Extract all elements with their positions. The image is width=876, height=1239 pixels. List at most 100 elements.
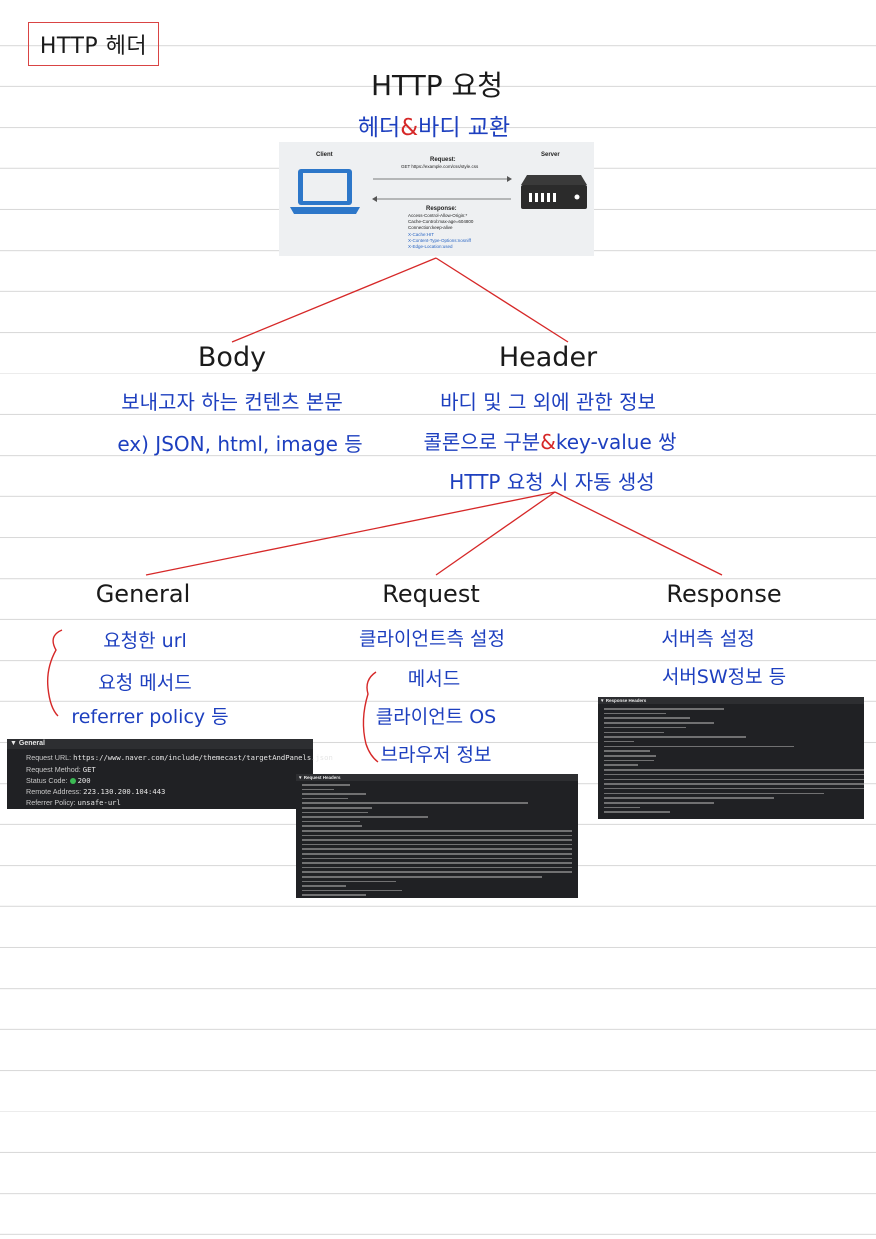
illegible-header-text <box>604 773 864 776</box>
general-row-key: Remote Address: <box>26 787 82 796</box>
illegible-header-text <box>302 885 346 887</box>
illegible-header-text <box>302 862 572 864</box>
illegible-header-text <box>604 802 714 804</box>
connector-line <box>554 491 723 576</box>
illegible-header-text <box>302 857 572 860</box>
connector-line <box>231 257 437 343</box>
client-server-diagram: Client Server Request: GET https://examp… <box>279 142 594 256</box>
illegible-header-text <box>604 722 714 724</box>
illegible-header-text <box>604 778 864 781</box>
request-line: 브라우저 정보 <box>380 744 492 766</box>
body-title: Body <box>197 342 267 373</box>
illegible-header-text <box>604 811 670 813</box>
request-line: 클라이언트측 설정 <box>359 628 505 650</box>
request-bracket <box>362 671 379 763</box>
subtitle-header-text: 헤더 <box>357 115 401 141</box>
illegible-header-text <box>302 788 334 791</box>
general-panel-header[interactable]: ▼ General <box>7 739 313 749</box>
header-title: Header <box>498 342 598 373</box>
header-line-key-value: 콜론으로 구분&key-value 쌍 <box>423 426 676 455</box>
general-row-value: https://www.naver.com/include/themecast/… <box>73 753 333 762</box>
response-title: Response <box>666 580 782 608</box>
illegible-header-text <box>302 793 366 795</box>
general-panel-row: Status Code: 200 <box>26 776 91 785</box>
illegible-header-text <box>604 769 864 771</box>
illegible-header-text <box>302 834 572 837</box>
request-panel-header[interactable]: ▼ Request Headers <box>296 774 578 781</box>
illegible-header-text <box>302 830 572 832</box>
illegible-header-text <box>604 806 640 809</box>
illegible-header-text <box>604 731 664 734</box>
illegible-header-text <box>302 802 528 804</box>
general-row-value: 223.130.200.104:443 <box>83 787 166 796</box>
laptop-icon <box>290 169 360 214</box>
general-line: 요청 메서드 <box>98 672 192 694</box>
http-request-subtitle: 헤더&바디 교환 <box>358 108 510 142</box>
illegible-header-text <box>302 889 402 892</box>
illegible-header-text <box>302 839 572 841</box>
general-title: General <box>95 580 191 608</box>
server-icon <box>521 175 587 209</box>
client-label: Client <box>316 152 333 158</box>
response-panel-header[interactable]: ▼ Response Headers <box>598 697 864 704</box>
connector-line <box>435 257 569 343</box>
request-line: GET https://example.com/css/style.css <box>401 164 479 169</box>
illegible-header-text <box>604 750 650 752</box>
request-line: 클라이언트 OS <box>375 706 497 728</box>
general-row-value: 200 <box>77 776 91 785</box>
illegible-header-text <box>604 759 654 762</box>
general-row-value: unsafe-url <box>77 798 121 807</box>
connector-line <box>435 491 556 576</box>
request-headers-panel: ▼ Request Headers <box>296 774 578 898</box>
illegible-header-text <box>604 764 638 766</box>
illegible-header-text <box>302 894 366 896</box>
illegible-header-text <box>604 792 824 795</box>
request-response-arrows <box>372 176 512 202</box>
illegible-header-text <box>302 876 542 878</box>
illegible-header-text <box>604 726 686 729</box>
illegible-header-text <box>302 807 372 809</box>
illegible-header-text <box>302 784 350 786</box>
illegible-header-text <box>604 708 724 710</box>
connector-line <box>145 491 556 576</box>
subtitle-body-text: 바디 교환 <box>418 115 511 141</box>
illegible-header-text <box>302 853 572 855</box>
body-line: ex) JSON, html, image 등 <box>117 432 363 456</box>
illegible-header-text <box>302 820 360 823</box>
general-line: referrer policy 등 <box>71 706 229 728</box>
header-colon-text: 콜론으로 구분 <box>423 430 541 454</box>
response-header-line: Access-Control-Allow-Origin:* <box>408 213 468 218</box>
illegible-header-text <box>604 717 690 719</box>
illegible-header-text <box>302 811 368 814</box>
illegible-header-text <box>302 880 396 883</box>
illegible-header-text <box>302 797 348 800</box>
illegible-header-text <box>604 797 774 799</box>
general-panel-row: Request Method: GET <box>26 765 96 774</box>
request-line: 메서드 <box>407 668 461 690</box>
general-row-key: Request URL: <box>26 753 72 762</box>
body-line: 보내고자 하는 컨텐츠 본문 <box>121 390 343 414</box>
general-row-value: GET <box>82 765 96 774</box>
illegible-header-text <box>604 787 864 790</box>
illegible-header-text <box>302 843 572 846</box>
general-panel-row: Referrer Policy: unsafe-url <box>26 798 121 807</box>
illegible-header-text <box>302 816 428 818</box>
header-line: HTTP 요청 시 자동 생성 <box>449 470 655 494</box>
response-line: 서버측 설정 <box>661 628 755 650</box>
header-ampersand: & <box>540 430 556 454</box>
illegible-header-text <box>302 866 572 869</box>
http-request-heading: HTTP 요청 <box>370 69 504 102</box>
response-custom-header-line: X-Edge-Location:used <box>408 244 453 249</box>
general-devtools-panel: ▼ General Request URL: https://www.naver… <box>7 739 333 809</box>
request-title: Request <box>382 580 480 608</box>
general-row-key: Status Code: <box>26 776 68 785</box>
subtitle-ampersand: & <box>400 115 419 141</box>
request-label: Request: <box>430 157 456 163</box>
response-headers-panel: ▼ Response Headers <box>598 697 864 819</box>
header-key-value-text: key-value 쌍 <box>555 430 677 454</box>
response-label: Response: <box>426 206 457 212</box>
general-panel-row: Request URL: https://www.naver.com/inclu… <box>26 753 333 762</box>
illegible-header-text <box>604 712 666 715</box>
response-header-line: Cache-Control:max-age=604800 <box>408 219 474 224</box>
